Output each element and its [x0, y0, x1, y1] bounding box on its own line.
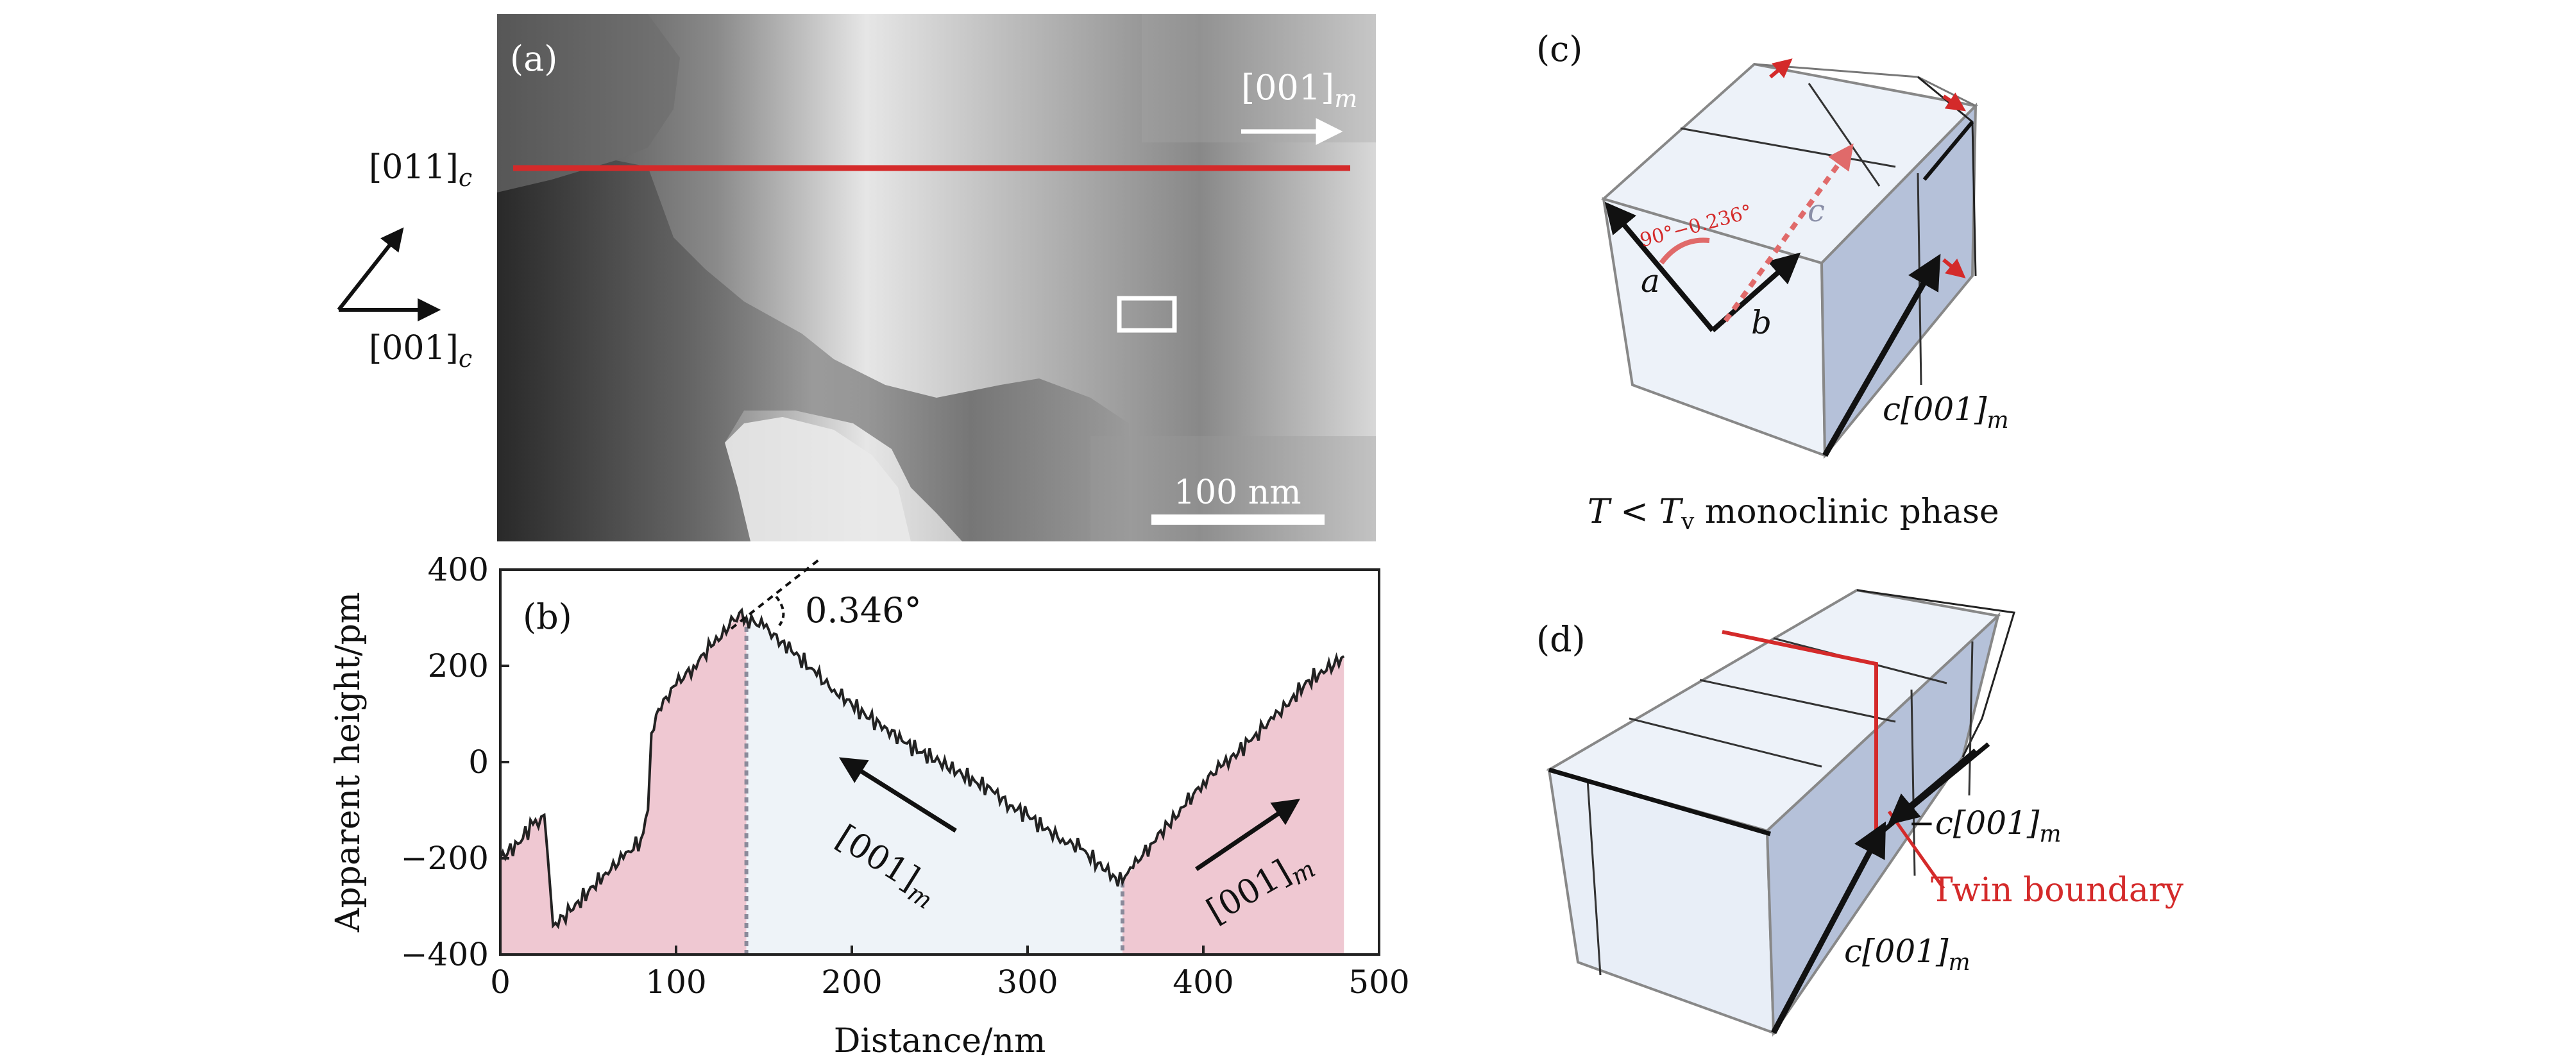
y-tick-label: −200 — [401, 840, 489, 877]
arrow-left — [838, 757, 957, 833]
shear-arrow-2 — [1942, 92, 1966, 112]
twin-boundary-line — [1722, 630, 1878, 834]
shear-arrow-1 — [1769, 58, 1793, 79]
chart-region-dividers — [744, 618, 1124, 955]
twin-grid-line-1 — [1629, 717, 1822, 768]
chart-ticks: 0 100 200 300 400 500 −400 −200 0 200 400 — [401, 551, 1410, 1001]
panel-c-label: (c) — [1536, 29, 1582, 69]
vector-a-label: a — [1641, 262, 1660, 300]
stm-terrace-dark — [497, 160, 1129, 541]
scale-bar-label: 100 nm — [1174, 473, 1301, 512]
x-tick-label: 100 — [645, 963, 706, 1001]
y-tick-label: −400 — [401, 936, 489, 973]
shaded-region-3 — [1122, 656, 1344, 955]
vector-a — [1604, 201, 1715, 332]
panel-d-label: (d) — [1536, 619, 1586, 659]
chart-shaded-regions — [500, 613, 1344, 955]
twin-grid-line-2 — [1699, 679, 1896, 723]
x-tick-label: 400 — [1173, 963, 1233, 1001]
shaded-region-2 — [746, 618, 1123, 955]
twin-grid-line-6 — [1968, 641, 1974, 796]
direction-001-label: [001]c — [369, 329, 472, 373]
direction-011-label: [011]c — [369, 148, 472, 192]
twin-pos-label: c[001]m — [1844, 933, 1970, 976]
stm-terrace-left — [497, 14, 680, 192]
twin-neg-label: −c[001]m — [1908, 804, 2062, 847]
stm-terrace-bright — [725, 417, 911, 541]
twin-bold-edge-bottom — [1548, 767, 1771, 836]
y-tick-label: 0 — [468, 743, 489, 781]
crystal-grid-line-1 — [1680, 127, 1896, 168]
chart-x-axis-label: Distance/nm — [834, 1022, 1046, 1060]
twin-back-edges — [1856, 589, 2015, 758]
crystal-grid-line-2 — [1808, 83, 1881, 187]
x-tick-label: 200 — [821, 963, 882, 1001]
chart-y-axis-label: Apparent height/pm — [329, 592, 368, 933]
x-tick-label: 0 — [490, 963, 511, 1001]
twin-arrow-neg — [1887, 748, 1978, 826]
twin-arrow-pos — [1771, 821, 1886, 1035]
phase-caption: T < Tv monoclinic phase — [1588, 493, 1999, 535]
slope-tangent — [730, 557, 822, 630]
panel-a: (a) [001]m 100 nm [011]c [001]c — [337, 14, 1376, 541]
panel-c: (c) a b c 90°−0.236° c[001]m — [1536, 29, 2009, 535]
vector-c-dashed — [1723, 143, 1854, 323]
x-tick-label: 300 — [997, 963, 1058, 1001]
vector-c-label: c — [1808, 193, 1825, 229]
direction-011-arrow — [337, 227, 404, 311]
y-tick-label: 200 — [428, 647, 489, 684]
direction-arrow-label: [001]m — [1241, 67, 1357, 113]
vector-c-edge — [1822, 253, 1941, 457]
angle-label: 0.346° — [805, 590, 922, 631]
right-edge-black — [1922, 121, 1974, 181]
crystal-side-face — [1820, 103, 1978, 459]
shear-arrow-3 — [1942, 258, 1966, 278]
arrow-right — [1195, 799, 1300, 871]
twin-boundary-label: Twin boundary — [1931, 871, 2184, 910]
vector-b-label: b — [1751, 304, 1772, 341]
panel-a-label: (a) — [510, 38, 557, 79]
panel-d: (d) −c[001]m Twin boundary c[001]m — [1536, 588, 2184, 1037]
axis-label-c: c[001]m — [1883, 391, 2009, 434]
x-tick-label: 500 — [1348, 963, 1409, 1001]
shaded-region-1 — [500, 613, 747, 955]
height-profile-line — [499, 607, 1345, 929]
angle-arc-c — [1659, 237, 1710, 265]
y-tick-label: 400 — [428, 551, 489, 588]
panel-b-label: (b) — [523, 597, 572, 637]
selection-box — [1117, 296, 1177, 333]
angle-arc — [775, 595, 785, 627]
panel-b: 0 100 200 300 400 500 −400 −200 0 200 400 Apparent… — [329, 551, 1410, 1060]
twin-grid-line-4 — [1586, 779, 1602, 976]
